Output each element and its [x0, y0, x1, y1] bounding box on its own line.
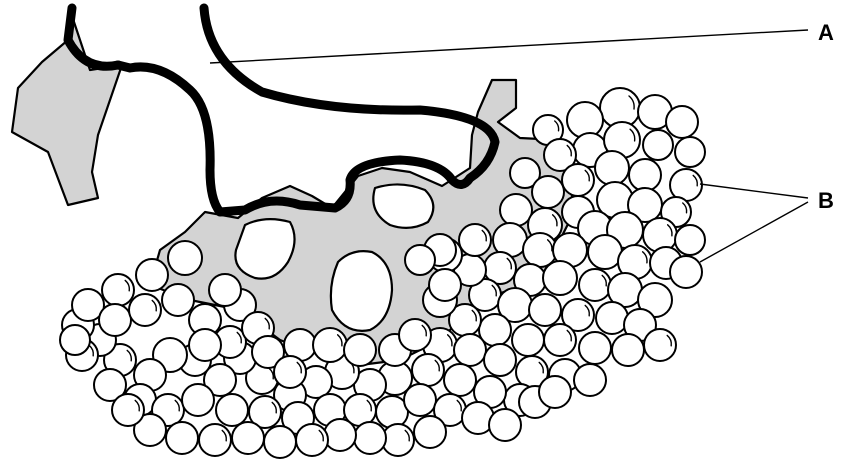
alveolus	[344, 334, 376, 366]
alveolus	[670, 256, 702, 288]
alveolus	[532, 176, 564, 208]
alveolus	[675, 137, 705, 167]
alveolus	[405, 245, 435, 275]
alveolus	[675, 225, 705, 255]
label-b: B	[818, 188, 834, 213]
alveolus	[60, 325, 90, 355]
alveolus	[529, 294, 561, 326]
alveolus	[404, 384, 436, 416]
alveolus	[595, 151, 629, 185]
alveolus	[354, 422, 386, 454]
alveolus	[232, 422, 264, 454]
label-b-leader-line-1	[700, 184, 808, 198]
alveolus	[489, 409, 521, 441]
alveolus	[162, 284, 194, 316]
alveolus	[588, 235, 622, 269]
alveolus	[429, 269, 461, 301]
label-a-leader-line	[210, 30, 808, 63]
alveolus	[166, 422, 198, 454]
alveolus	[579, 332, 611, 364]
label-a: A	[818, 20, 834, 45]
alveolus	[168, 241, 202, 275]
alveolus	[324, 419, 356, 451]
alveolus	[539, 376, 571, 408]
alveolus	[484, 344, 516, 376]
alveolus	[216, 394, 248, 426]
alveolus	[99, 304, 131, 336]
alveolus	[189, 329, 221, 361]
alveolus	[136, 259, 168, 291]
air-space-3	[331, 251, 392, 331]
alveolus	[500, 194, 532, 226]
alveolus	[264, 426, 296, 458]
alveolus	[454, 334, 486, 366]
alveolus	[612, 334, 644, 366]
alveolus	[414, 416, 446, 448]
alveolus	[209, 274, 241, 306]
alveolus	[666, 106, 698, 138]
alveolus	[574, 364, 606, 396]
alveolus	[629, 159, 661, 191]
alveolus	[182, 384, 214, 416]
alveolus	[643, 130, 673, 160]
alveolus	[512, 324, 544, 356]
alveolus	[567, 102, 603, 138]
label-b-leader-line-2	[700, 202, 808, 262]
alveolus	[543, 261, 577, 295]
alveolus	[444, 364, 476, 396]
alveolus	[596, 302, 628, 334]
